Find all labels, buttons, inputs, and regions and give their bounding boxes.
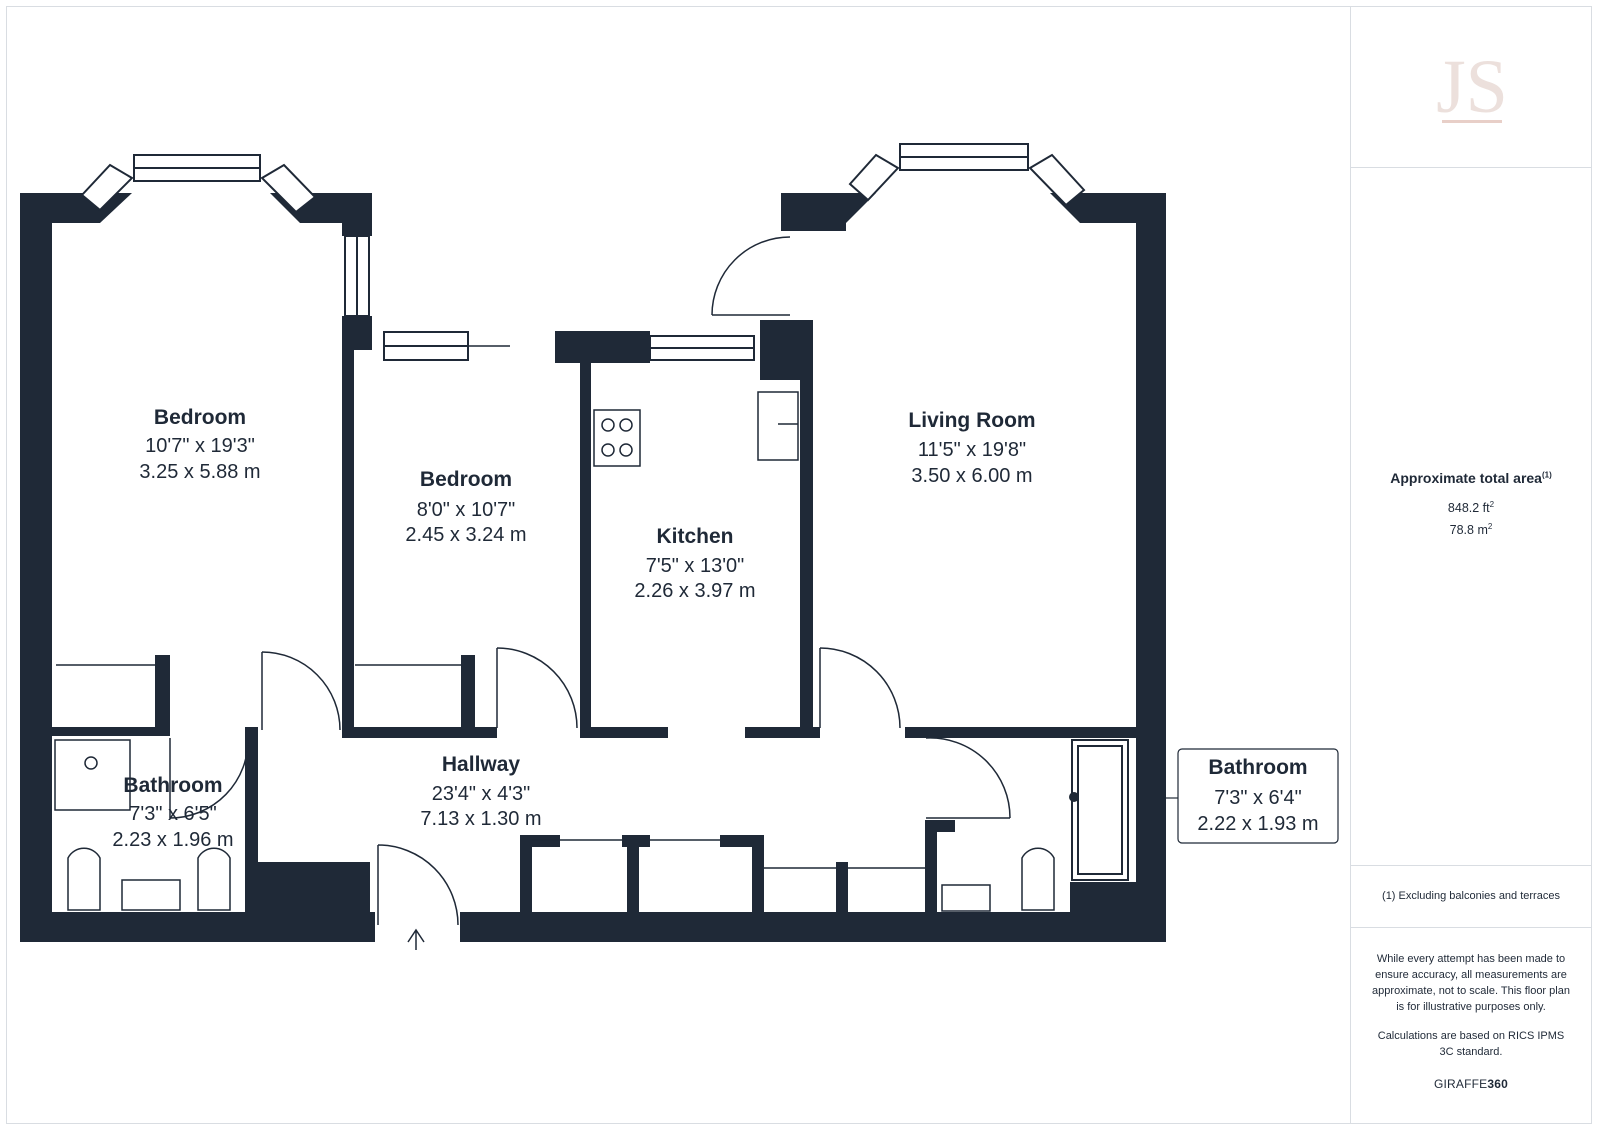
room-dimension-metric: 2.45 x 3.24 m <box>405 524 526 546</box>
hob-icon <box>593 409 641 467</box>
room-name: Living Room <box>908 409 1035 432</box>
room-dimension-imperial: 7'5" x 13'0" <box>646 555 745 577</box>
page-frame <box>6 6 1592 1124</box>
bathroom2-label-box <box>1177 748 1339 844</box>
room-name: Kitchen <box>656 525 733 548</box>
room-dimension-metric: 2.23 x 1.96 m <box>112 829 233 851</box>
total-area-title: Approximate total area(1) <box>1390 470 1552 486</box>
room-dimension-imperial: 7'3" x 6'5" <box>129 803 216 825</box>
room-name: Bathroom <box>123 774 222 797</box>
room-name: Bathroom <box>1208 756 1307 779</box>
room-name: Hallway <box>442 753 521 776</box>
sidebar-divider <box>1350 927 1592 928</box>
disclaimer: While every attempt has been made to ens… <box>1372 953 1570 1013</box>
doors <box>56 236 1011 926</box>
toilet-icon <box>197 847 231 911</box>
walls <box>20 193 1166 942</box>
room-dimension-metric: 2.22 x 1.93 m <box>1197 813 1318 835</box>
basin-icon <box>121 879 181 911</box>
calc-note: Calculations are based on RICS IPMS 3C s… <box>1377 1030 1565 1058</box>
fixtures <box>54 391 1055 950</box>
footnote: (1) Excluding balconies and terraces <box>1382 890 1560 902</box>
room-dimension-imperial: 10'7" x 19'3" <box>145 435 255 457</box>
sink-icon <box>757 391 799 461</box>
room-name: Bedroom <box>420 468 512 491</box>
total-area-ft: 848.2 ft2 <box>1447 500 1495 516</box>
room-dimension-metric: 3.50 x 6.00 m <box>911 465 1032 487</box>
basin-icon <box>941 884 991 912</box>
sidebar-divider <box>1350 167 1592 168</box>
total-area-m: 78.8 m2 <box>1449 522 1493 538</box>
room-dimension-metric: 7.13 x 1.30 m <box>420 808 541 830</box>
room-dimension-imperial: 11'5" x 19'8" <box>918 439 1026 461</box>
shower-icon <box>54 739 131 811</box>
room-dimension-imperial: 23'4" x 4'3" <box>432 783 531 805</box>
room-dimension-imperial: 8'0" x 10'7" <box>417 499 516 521</box>
windows <box>80 143 1129 881</box>
sidebar-divider <box>1350 865 1592 866</box>
brand-footer: GIRAFFE360 <box>1433 1077 1509 1091</box>
room-dimension-imperial: 7'3" x 6'4" <box>1214 787 1301 809</box>
entrance-arrow-icon <box>407 928 425 950</box>
toilet-icon <box>1021 847 1055 911</box>
sidebar <box>1350 6 1592 1124</box>
toilet-icon <box>67 847 101 911</box>
brand-logo-text: JS <box>1436 45 1508 129</box>
floor-plan: Bedroom 10'7" x 19'3" 3.25 x 5.88 m Bedr… <box>20 143 1339 950</box>
brand-logo: JS <box>1436 45 1508 129</box>
room-name: Bedroom <box>154 406 246 429</box>
room-dimension-metric: 3.25 x 5.88 m <box>139 461 260 483</box>
room-dimension-metric: 2.26 x 3.97 m <box>634 580 755 602</box>
room-labels: Bedroom 10'7" x 19'3" 3.25 x 5.88 m Bedr… <box>112 406 1318 851</box>
